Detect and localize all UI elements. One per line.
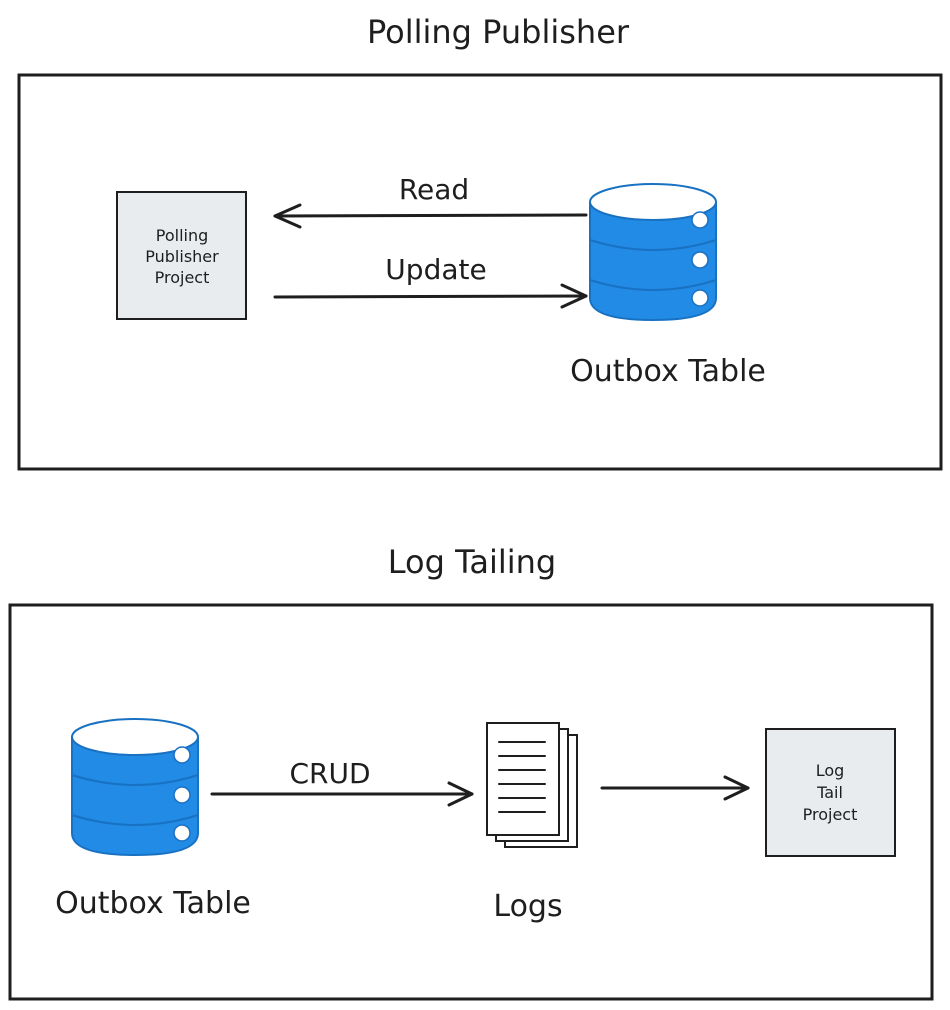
database-icon: [71, 718, 199, 856]
logs-to-project-arrow: [600, 775, 750, 801]
tailing-outbox-table-label: Outbox Table: [55, 886, 251, 921]
project-label-line: Tail: [816, 783, 843, 802]
project-label-line: Polling: [156, 226, 209, 245]
update-arrow: [273, 283, 588, 309]
read-label: Read: [399, 173, 469, 206]
project-label-line: Project: [803, 805, 858, 824]
polling-section-title: Polling Publisher: [367, 13, 630, 51]
polling-publisher-project-box[interactable]: Polling Publisher Project: [116, 191, 247, 320]
project-label-line: Log: [816, 761, 845, 780]
logs-label: Logs: [493, 889, 562, 924]
update-label: Update: [385, 253, 486, 286]
database-icon: [589, 183, 717, 321]
log-tail-project-box[interactable]: Log Tail Project: [765, 728, 896, 857]
polling-outbox-table-label: Outbox Table: [570, 354, 766, 389]
project-label-line: Publisher: [145, 247, 219, 266]
project-label-line: Project: [155, 268, 210, 287]
crud-arrow: [210, 781, 474, 807]
tailing-frame: [8, 603, 934, 1001]
read-arrow: [273, 203, 588, 229]
polling-frame: [17, 73, 943, 471]
crud-label: CRUD: [289, 757, 370, 790]
document-stack-icon: [486, 722, 578, 848]
tailing-section-title: Log Tailing: [388, 543, 556, 581]
